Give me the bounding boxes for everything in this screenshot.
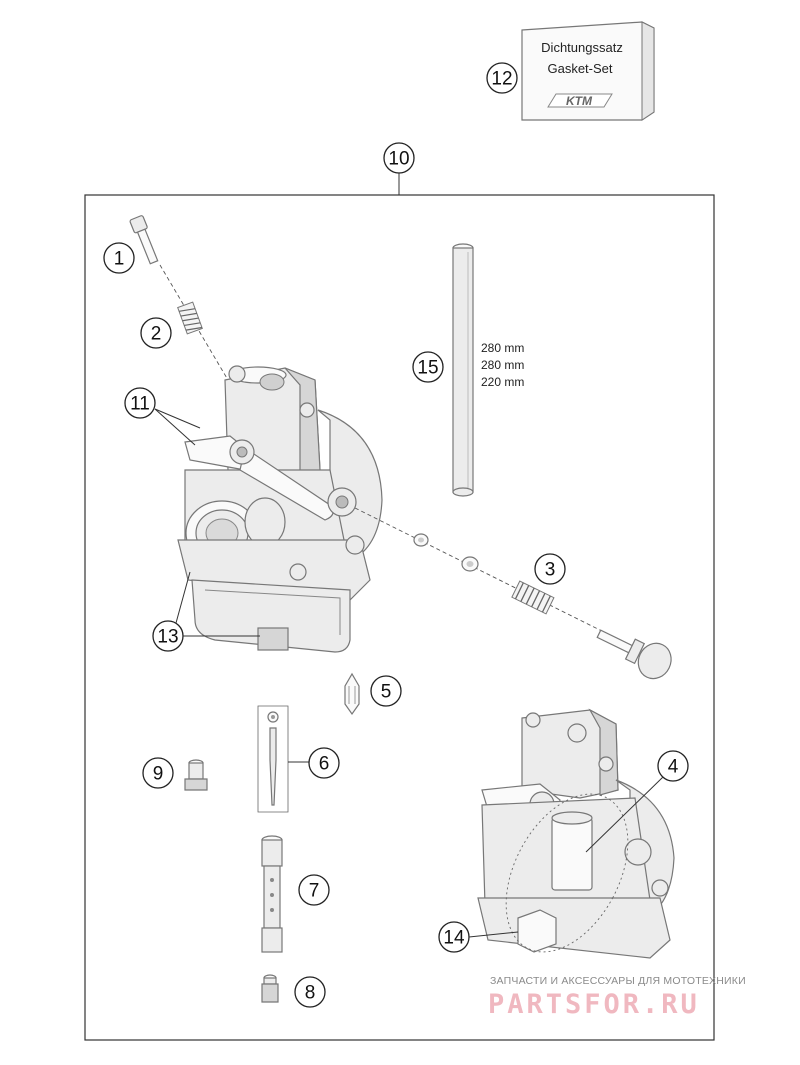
callout-12-label: 12 — [491, 69, 512, 90]
watermark-site: PARTSFOR.RU — [488, 989, 700, 1020]
part-5-float-needle — [344, 672, 360, 716]
callout-2-label: 2 — [151, 324, 162, 345]
callout-6-label: 6 — [319, 754, 330, 775]
gasket-set-label-en: Gasket-Set — [547, 61, 612, 76]
callout-5: 5 — [370, 675, 402, 707]
callout-4-label: 4 — [668, 757, 679, 778]
callout-11-label: 11 — [130, 394, 150, 415]
callout-3: 3 — [534, 553, 566, 585]
callout-13: 13 — [152, 571, 260, 652]
callout-10-label: 10 — [388, 149, 409, 170]
callout-8: 8 — [294, 976, 326, 1008]
gasket-set-label-de: Dichtungssatz — [541, 40, 623, 55]
callout-15: 15 — [412, 351, 444, 383]
callout-12: 12 — [486, 62, 518, 94]
part-9-jet — [184, 759, 208, 791]
tube-dimension-1: 280 mm — [481, 341, 524, 355]
part-1-screw — [129, 215, 229, 381]
tube-dimension-2: 280 mm — [481, 358, 524, 372]
ktm-logo: KTM — [547, 93, 613, 108]
carburetor-body — [177, 365, 383, 653]
tube-dimension-3: 220 mm — [481, 375, 524, 389]
callout-1: 1 — [103, 242, 135, 274]
part-3-idle-screw-assembly — [354, 507, 672, 680]
part-6-jet-needle — [257, 705, 309, 813]
part-8-main-jet — [261, 974, 279, 1003]
callout-9: 9 — [142, 757, 174, 789]
callout-6: 6 — [308, 747, 340, 779]
partsfor-watermark: ЗАПЧАСТИ И АКСЕССУАРЫ ДЛЯ МОТОТЕХНИКИ PA… — [488, 975, 746, 1020]
callout-7: 7 — [298, 874, 330, 906]
part-15-tube — [452, 243, 474, 497]
callout-3-label: 3 — [545, 560, 556, 581]
callout-11: 11 — [124, 387, 201, 446]
tube-dimensions: 280 mm 280 mm 220 mm — [481, 341, 524, 389]
callout-7-label: 7 — [309, 881, 320, 902]
callout-1-label: 1 — [114, 249, 125, 270]
part-7-needle-jet — [261, 835, 283, 953]
callout-15-label: 15 — [417, 358, 438, 379]
callout-5-label: 5 — [381, 682, 392, 703]
ktm-brand-text: KTM — [566, 94, 593, 108]
callout-14: 14 — [438, 921, 519, 953]
callout-10: 10 — [383, 142, 415, 195]
callout-2: 2 — [140, 317, 172, 349]
gasket-set-box: Dichtungssatz Gasket-Set KTM — [521, 21, 655, 121]
callout-4: 4 — [585, 750, 689, 853]
callout-13-label: 13 — [157, 627, 178, 648]
callout-9-label: 9 — [153, 764, 164, 785]
callout-14-label: 14 — [443, 928, 465, 949]
carburetor-cutaway-view — [477, 708, 675, 959]
watermark-tagline: ЗАПЧАСТИ И АКСЕССУАРЫ ДЛЯ МОТОТЕХНИКИ — [490, 975, 746, 987]
callout-8-label: 8 — [305, 983, 316, 1004]
carburetor-kit-frame — [84, 194, 715, 1041]
part-2-spring — [177, 301, 203, 335]
